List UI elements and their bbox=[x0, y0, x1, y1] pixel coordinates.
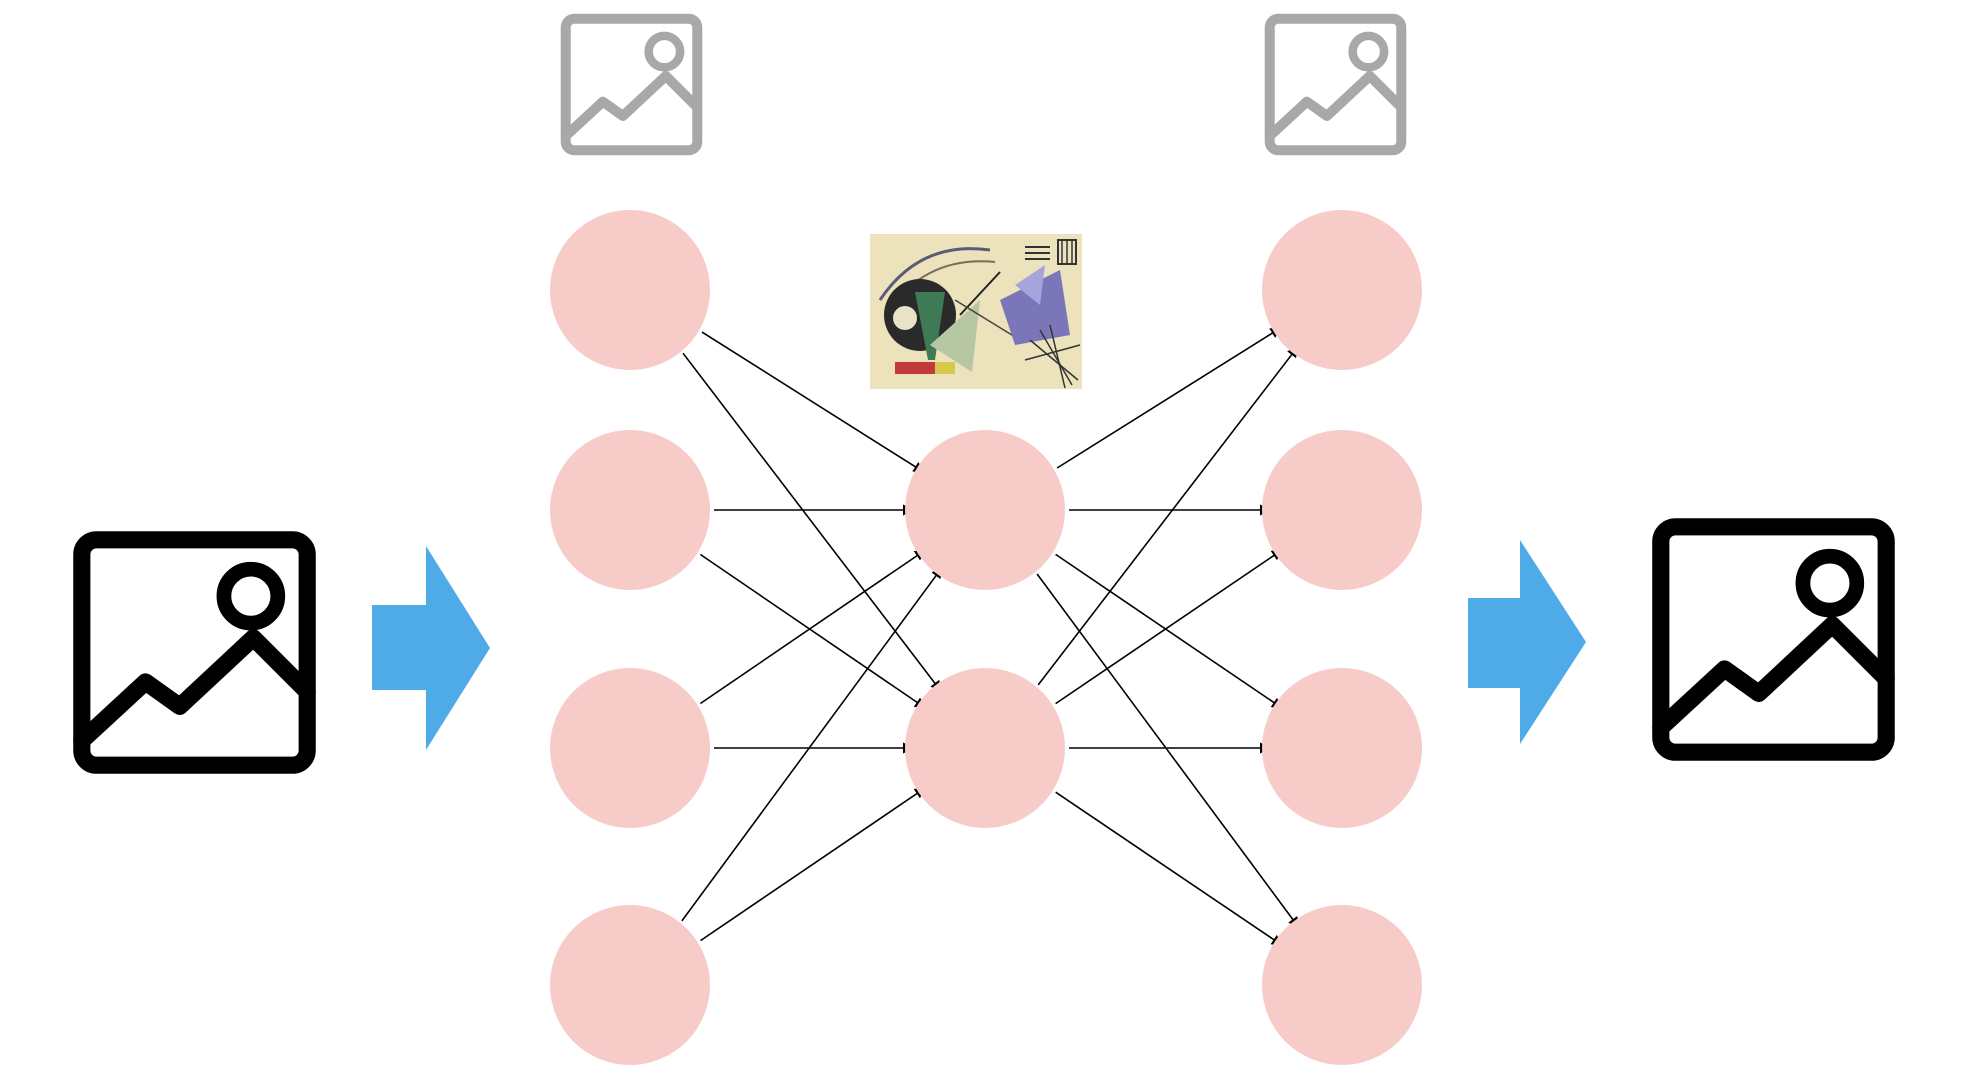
bottleneck-layer-node-2 bbox=[905, 668, 1065, 828]
edge-bottleneck-layer-1-to-decoder-output-layer-3 bbox=[1055, 791, 1283, 946]
edge-bottleneck-layer-1-to-decoder-output-layer-1 bbox=[1055, 549, 1284, 705]
edge-encoder-input-layer-3-to-bottleneck-layer-0 bbox=[681, 566, 943, 922]
edge-bottleneck-layer-1-to-decoder-output-layer-0 bbox=[1037, 345, 1299, 686]
network-connections bbox=[681, 327, 1300, 946]
edge-encoder-input-layer-2-to-bottleneck-layer-0 bbox=[699, 549, 927, 705]
encoder-layer-image-icon bbox=[566, 19, 698, 151]
encoder-input-layer-node-2 bbox=[550, 430, 710, 590]
edge-bottleneck-layer-0-to-decoder-output-layer-3 bbox=[1036, 573, 1300, 929]
edge-bottleneck-layer-0-to-decoder-output-layer-0 bbox=[1056, 327, 1282, 469]
output-image-icon bbox=[1661, 527, 1886, 752]
network-nodes bbox=[550, 210, 1422, 1065]
decoder-output-layer-node-4 bbox=[1262, 905, 1422, 1065]
edge-encoder-input-layer-3-to-bottleneck-layer-1 bbox=[700, 787, 927, 942]
latent-painting-thumbnail bbox=[870, 234, 1082, 389]
encoder-input-layer-node-1 bbox=[550, 210, 710, 370]
encoder-input-layer-node-3 bbox=[550, 668, 710, 828]
input-image-icon bbox=[82, 540, 307, 765]
decoder-layer-image-icon bbox=[1270, 19, 1402, 151]
encoder-input-layer-node-4 bbox=[550, 905, 710, 1065]
decoder-output-layer-node-2 bbox=[1262, 430, 1422, 590]
edge-encoder-input-layer-0-to-bottleneck-layer-0 bbox=[701, 331, 925, 473]
decoder-output-layer-node-3 bbox=[1262, 668, 1422, 828]
input-arrow-icon bbox=[372, 546, 490, 750]
edge-encoder-input-layer-0-to-bottleneck-layer-1 bbox=[682, 352, 942, 692]
decoder-output-layer-node-1 bbox=[1262, 210, 1422, 370]
edge-bottleneck-layer-0-to-decoder-output-layer-2 bbox=[1055, 553, 1284, 709]
edge-encoder-input-layer-1-to-bottleneck-layer-1 bbox=[699, 553, 927, 709]
bottleneck-layer-node-1 bbox=[905, 430, 1065, 590]
output-arrow-icon bbox=[1468, 540, 1586, 744]
